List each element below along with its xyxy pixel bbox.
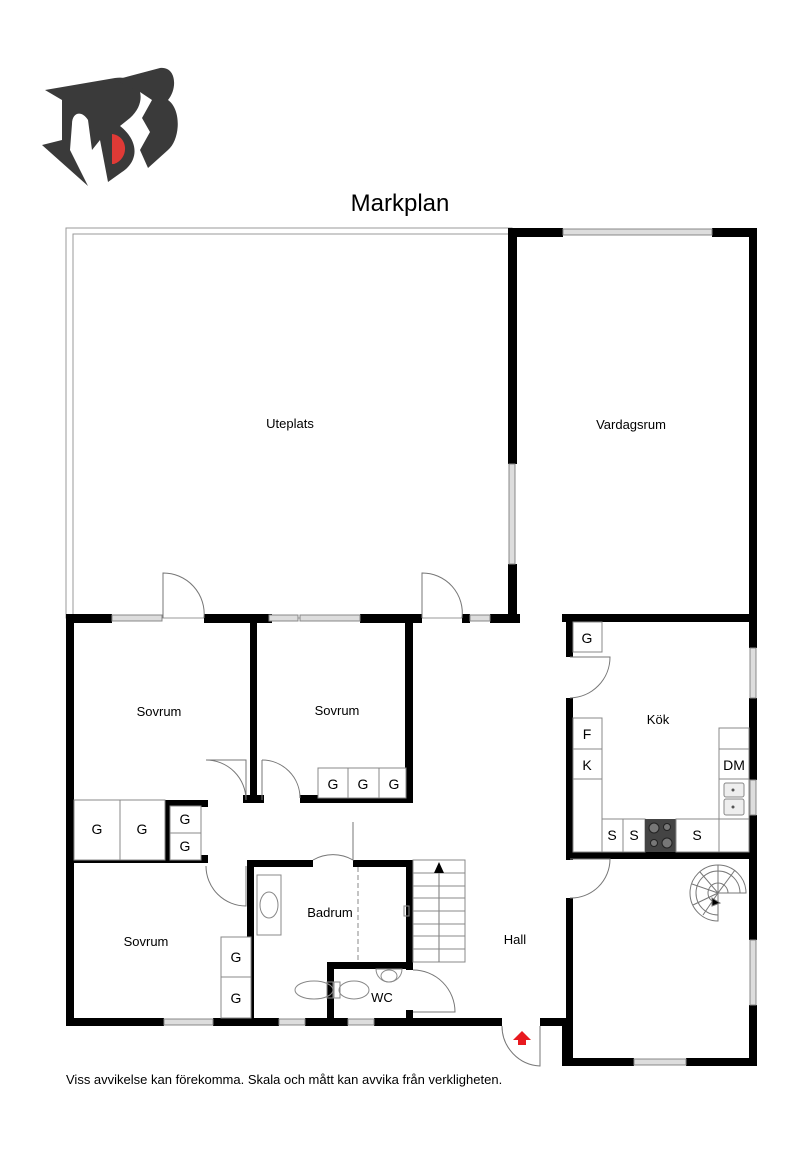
doors bbox=[162, 572, 611, 1067]
spiral-staircase bbox=[689, 864, 747, 922]
wardrobe-label: G bbox=[137, 821, 148, 837]
freezer-label: K bbox=[582, 757, 592, 773]
wardrobe-label: G bbox=[92, 821, 103, 837]
room-label-vardagsrum: Vardagsrum bbox=[596, 417, 666, 432]
page-title: Markplan bbox=[350, 190, 450, 217]
fridge-label: F bbox=[583, 726, 592, 742]
room-label-sovrum-3: Sovrum bbox=[124, 934, 169, 949]
disclaimer-text: Viss avvikelse kan förekomma. Skala och … bbox=[66, 1072, 503, 1087]
bathroom-fixtures bbox=[256, 867, 410, 1000]
room-label-hall: Hall bbox=[504, 932, 527, 947]
cabinet-label: S bbox=[692, 827, 701, 843]
cabinet-label: S bbox=[629, 827, 638, 843]
windows bbox=[111, 228, 757, 1066]
wardrobe-label: G bbox=[231, 990, 242, 1006]
walls bbox=[66, 228, 757, 1066]
wardrobe-label: G bbox=[180, 811, 191, 827]
room-label-sovrum-1: Sovrum bbox=[137, 704, 182, 719]
wardrobe-label: G bbox=[358, 776, 369, 792]
wardrobes: G G G G G G G G G G bbox=[73, 621, 603, 1019]
room-label-kok: Kök bbox=[647, 712, 670, 727]
wardrobe-label: G bbox=[389, 776, 400, 792]
kitchen-fixtures: F K S S S DM bbox=[572, 717, 750, 853]
wardrobe-label: G bbox=[582, 630, 593, 646]
room-label-wc: WC bbox=[371, 990, 393, 1005]
room-label-uteplats: Uteplats bbox=[266, 416, 314, 431]
cabinet-label: S bbox=[607, 827, 616, 843]
wardrobe-label: G bbox=[328, 776, 339, 792]
dishwasher-label: DM bbox=[723, 757, 745, 773]
room-label-badrum: Badrum bbox=[307, 905, 353, 920]
staircase bbox=[412, 859, 466, 963]
wardrobe-label: G bbox=[180, 838, 191, 854]
company-logo bbox=[42, 67, 178, 186]
room-label-sovrum-2: Sovrum bbox=[315, 703, 360, 718]
entrance-arrow-icon bbox=[513, 1031, 531, 1045]
wardrobe-label: G bbox=[231, 949, 242, 965]
